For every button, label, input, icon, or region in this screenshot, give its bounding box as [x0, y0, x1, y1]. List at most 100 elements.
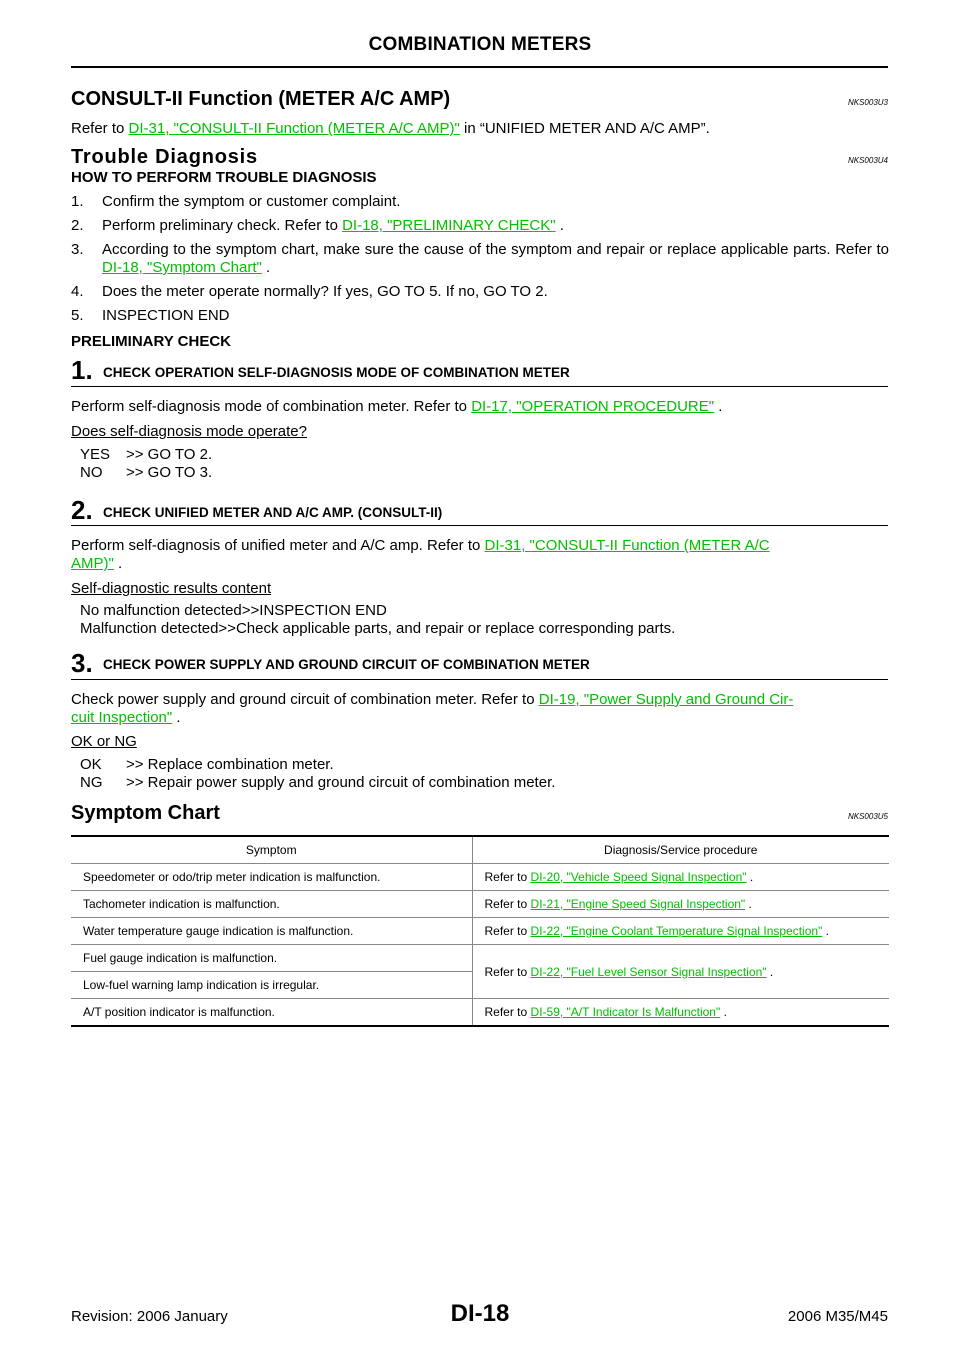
symptom-cell: Low-fuel warning lamp indication is irre… — [71, 971, 472, 999]
col-header-procedure: Diagnosis/Service procedure — [471, 835, 889, 864]
answer-row: OK>> Replace combination meter. — [80, 756, 555, 774]
answer-key: NO — [80, 464, 103, 481]
prelim-step-3-question: OK or NG — [71, 733, 137, 750]
footer-model: 2006 M35/M45 — [787, 1308, 888, 1325]
refer-text: Refer to — [484, 1005, 531, 1019]
consult-text-post: in “UNIFIED METER AND A/C AMP”. — [459, 120, 710, 137]
trouble-steps-list: 1. Confirm the symptom or customer compla… — [71, 193, 889, 331]
col-header-symptom: Symptom — [71, 835, 472, 864]
step-text-post: . — [555, 217, 564, 234]
answer-row: Malfunction detected>>Check applicable p… — [80, 620, 676, 637]
procedure-link[interactable]: DI-59, "A/T Indicator Is Malfunction" — [530, 1005, 721, 1019]
step-text: Perform self-diagnosis of unified meter … — [71, 537, 485, 554]
symptom-cell: Tachometer indication is malfunction. — [71, 890, 472, 918]
answer-value: >> GO TO 3. — [126, 464, 213, 481]
procedure-cell: Refer to DI-59, "A/T Indicator Is Malfun… — [471, 998, 889, 1027]
symptom-table: Symptom Diagnosis/Service procedure Spee… — [71, 835, 889, 1027]
refer-post: . — [745, 897, 752, 911]
step-link[interactable]: DI-18, "PRELIMINARY CHECK" — [342, 217, 556, 234]
prelim-heading: PRELIMINARY CHECK — [71, 333, 232, 350]
procedure-link[interactable]: DI-21, "Engine Speed Signal Inspection" — [530, 897, 746, 911]
trouble-step: 3.According to the symptom chart, make s… — [71, 241, 889, 277]
trouble-step: 1. Confirm the symptom or customer compla… — [71, 193, 889, 211]
procedure-cell: Refer to DI-22, "Engine Coolant Temperat… — [471, 917, 889, 945]
trouble-heading: Trouble Diagnosis — [71, 146, 258, 168]
consult-heading: CONSULT-II Function (METER A/C AMP) — [71, 88, 451, 110]
table-row: Water temperature gauge indication is ma… — [71, 917, 889, 945]
step-text: According to the symptom chart, make sur… — [102, 241, 889, 258]
step-number: 4. — [71, 283, 84, 300]
answer-row: YES>> GO TO 2. — [80, 446, 212, 464]
answer-value: >> GO TO 2. — [126, 446, 213, 463]
refer-text: Refer to — [484, 964, 531, 979]
prelim-step-3-answers: OK>> Replace combination meter. NG >> Rep… — [80, 756, 555, 792]
footer-revision: Revision: 2006 January — [71, 1308, 228, 1325]
symptom-heading: Symptom Chart — [71, 802, 220, 824]
procedure-link[interactable]: DI-20, "Vehicle Speed Signal Inspection" — [530, 870, 747, 884]
prelim-step-1-number: 1. — [71, 355, 93, 385]
page-header-title: COMBINATION METERS — [368, 34, 592, 55]
procedure-link[interactable]: DI-22, "Fuel Level Sensor Signal Inspect… — [530, 964, 767, 979]
consult-link[interactable]: DI-31, "CONSULT-II Function (METER A/C A… — [128, 120, 460, 137]
refer-post: . — [766, 964, 774, 979]
step-text: Does the meter operate normally? If yes,… — [102, 283, 548, 300]
step-number: 5. — [71, 307, 84, 324]
symptom-code: NKS003U5 — [847, 812, 888, 821]
step-link[interactable]: AMP)" — [71, 555, 114, 572]
prelim-step-3-number: 3. — [71, 648, 93, 678]
table-header-row: Symptom Diagnosis/Service procedure — [71, 835, 889, 864]
prelim-step-1-answers: YES>> GO TO 2. NO >> GO TO 3. — [80, 446, 212, 482]
step-text-post: . — [714, 398, 723, 415]
header-rule — [71, 66, 888, 68]
consult-paragraph: Refer to DI-31, "CONSULT-II Function (ME… — [71, 120, 710, 138]
trouble-code: NKS003U4 — [847, 156, 888, 165]
symptom-cell: Water temperature gauge indication is ma… — [71, 917, 472, 945]
step-link[interactable]: DI-31, "CONSULT-II Function (METER A/C — [484, 537, 770, 554]
step-number: 2. — [71, 217, 84, 234]
symptom-cell: Fuel gauge indication is malfunction. — [71, 944, 472, 972]
prelim-step-1-text: Perform self-diagnosis mode of combinati… — [71, 398, 889, 416]
step-link[interactable]: cuit Inspection" — [71, 709, 173, 726]
step-text-post: . — [172, 709, 181, 726]
answer-key: NG — [80, 774, 103, 791]
refer-post: . — [746, 870, 754, 884]
prelim-step-3-text: Check power supply and ground circuit of… — [71, 691, 889, 727]
step-rule — [71, 679, 888, 680]
answer-value: >> Replace combination meter. — [126, 756, 334, 773]
step-number: 1. — [71, 193, 84, 210]
refer-text: Refer to — [484, 924, 531, 938]
refer-text: Refer to — [484, 897, 531, 911]
consult-code: NKS003U3 — [847, 98, 888, 107]
procedure-cell: Refer to DI-22, "Fuel Level Sensor Signa… — [471, 944, 889, 999]
symptom-cell: A/T position indicator is malfunction. — [71, 998, 472, 1027]
prelim-step-3-title: CHECK POWER SUPPLY AND GROUND CIRCUIT OF… — [103, 657, 590, 672]
step-link[interactable]: DI-17, "OPERATION PROCEDURE" — [471, 398, 715, 415]
table-row: Low-fuel warning lamp indication is irre… — [71, 971, 889, 999]
step-rule — [71, 525, 888, 526]
step-text: Confirm the symptom or customer complain… — [102, 193, 401, 210]
refer-text: Refer to — [484, 870, 531, 884]
trouble-step: 5.INSPECTION END — [71, 307, 889, 325]
prelim-step-2-text: Perform self-diagnosis of unified meter … — [71, 537, 889, 573]
step-text-post: . — [113, 555, 123, 572]
step-link[interactable]: DI-19, "Power Supply and Ground Cir- — [538, 691, 794, 708]
answer-value: >> Repair power supply and ground circui… — [126, 774, 556, 791]
symptom-cell: Speedometer or odo/trip meter indication… — [71, 863, 472, 891]
refer-post: . — [822, 924, 830, 938]
prelim-step-2-title: CHECK UNIFIED METER AND A/C AMP. (CONSUL… — [103, 505, 443, 520]
procedure-cell: Refer to DI-21, "Engine Speed Signal Ins… — [471, 890, 889, 918]
procedure-link[interactable]: DI-22, "Engine Coolant Temperature Signa… — [530, 924, 823, 938]
trouble-subheading: HOW TO PERFORM TROUBLE DIAGNOSIS — [71, 169, 377, 186]
trouble-step: 2.Perform preliminary check. Refer to DI… — [71, 217, 889, 235]
step-text-post: . — [261, 259, 271, 276]
prelim-step-2-question: Self-diagnostic results content — [71, 580, 272, 597]
procedure-cell: Refer to DI-20, "Vehicle Speed Signal In… — [471, 863, 889, 891]
table-row: Fuel gauge indication is malfunction. Re… — [71, 944, 889, 999]
step-link[interactable]: DI-18, "Symptom Chart" — [102, 259, 262, 276]
prelim-step-1-question: Does self-diagnosis mode operate? — [71, 423, 307, 440]
consult-text-pre: Refer to — [71, 120, 129, 137]
prelim-step-1-title: CHECK OPERATION SELF-DIAGNOSIS MODE OF C… — [103, 365, 570, 380]
step-rule — [71, 386, 888, 387]
refer-post: . — [720, 1005, 727, 1019]
answer-row: NO >> GO TO 3. — [80, 464, 212, 482]
